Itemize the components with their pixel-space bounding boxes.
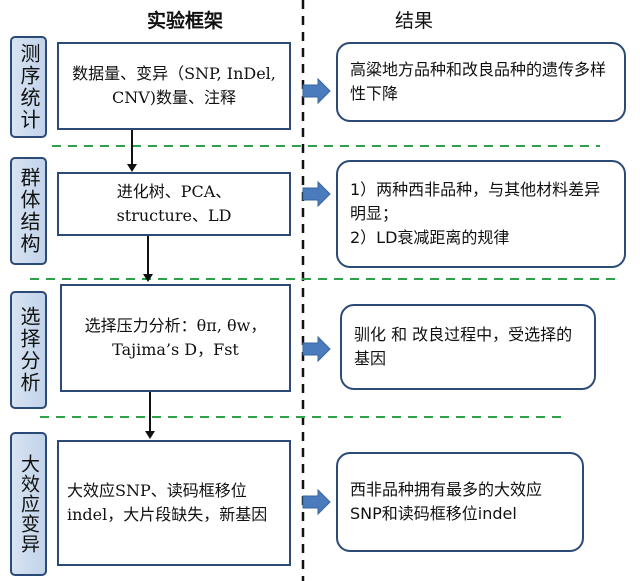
experiment-box-large-effect: 大效应SNP、读码框移位indel，大片段缺失，新基因 xyxy=(57,440,291,566)
result-box-large-effect: 西非品种拥有最多的大效应SNP和读码框移位indel xyxy=(336,452,584,552)
down-arrow-1 xyxy=(127,130,137,172)
right-arrow-1 xyxy=(302,77,331,105)
sidebar-label-sequencing-stats: 测序统计 xyxy=(10,36,47,138)
result-box-selection: 驯化 和 改良过程中，受选择的基因 xyxy=(340,304,596,390)
down-arrow-3 xyxy=(145,392,155,439)
right-header: 结果 xyxy=(395,10,434,32)
sidebar-label-population-structure: 群体结构 xyxy=(10,157,47,265)
right-arrow-4 xyxy=(302,488,331,516)
result-box-sequencing: 高粱地方品种和改良品种的遗传多样性下降 xyxy=(336,42,626,122)
right-arrow-3 xyxy=(302,335,331,363)
left-header: 实验框架 xyxy=(147,10,224,32)
experiment-box-sequencing: 数据量、变异（SNP, InDel, CNV)数量、注释 xyxy=(57,42,291,130)
sidebar-label-selection-analysis: 选择分析 xyxy=(10,291,47,409)
down-arrow-2 xyxy=(143,236,153,282)
sidebar-label-large-effect-variants: 大效应变异 xyxy=(10,432,47,576)
right-arrow-2 xyxy=(302,180,331,208)
result-line-1: 1）两种西非品种，与其他材料差异明显； xyxy=(350,180,601,223)
result-box-population: 1）两种西非品种，与其他材料差异明显； 2）LD衰减距离的规律 xyxy=(336,160,626,268)
experiment-box-population: 进化树、PCA、structure、LD xyxy=(57,172,291,236)
experiment-box-selection: 选择压力分析：θπ, θw，Tajima’s D，Fst xyxy=(60,284,291,392)
result-line-2: 2）LD衰减距离的规律 xyxy=(350,228,510,247)
